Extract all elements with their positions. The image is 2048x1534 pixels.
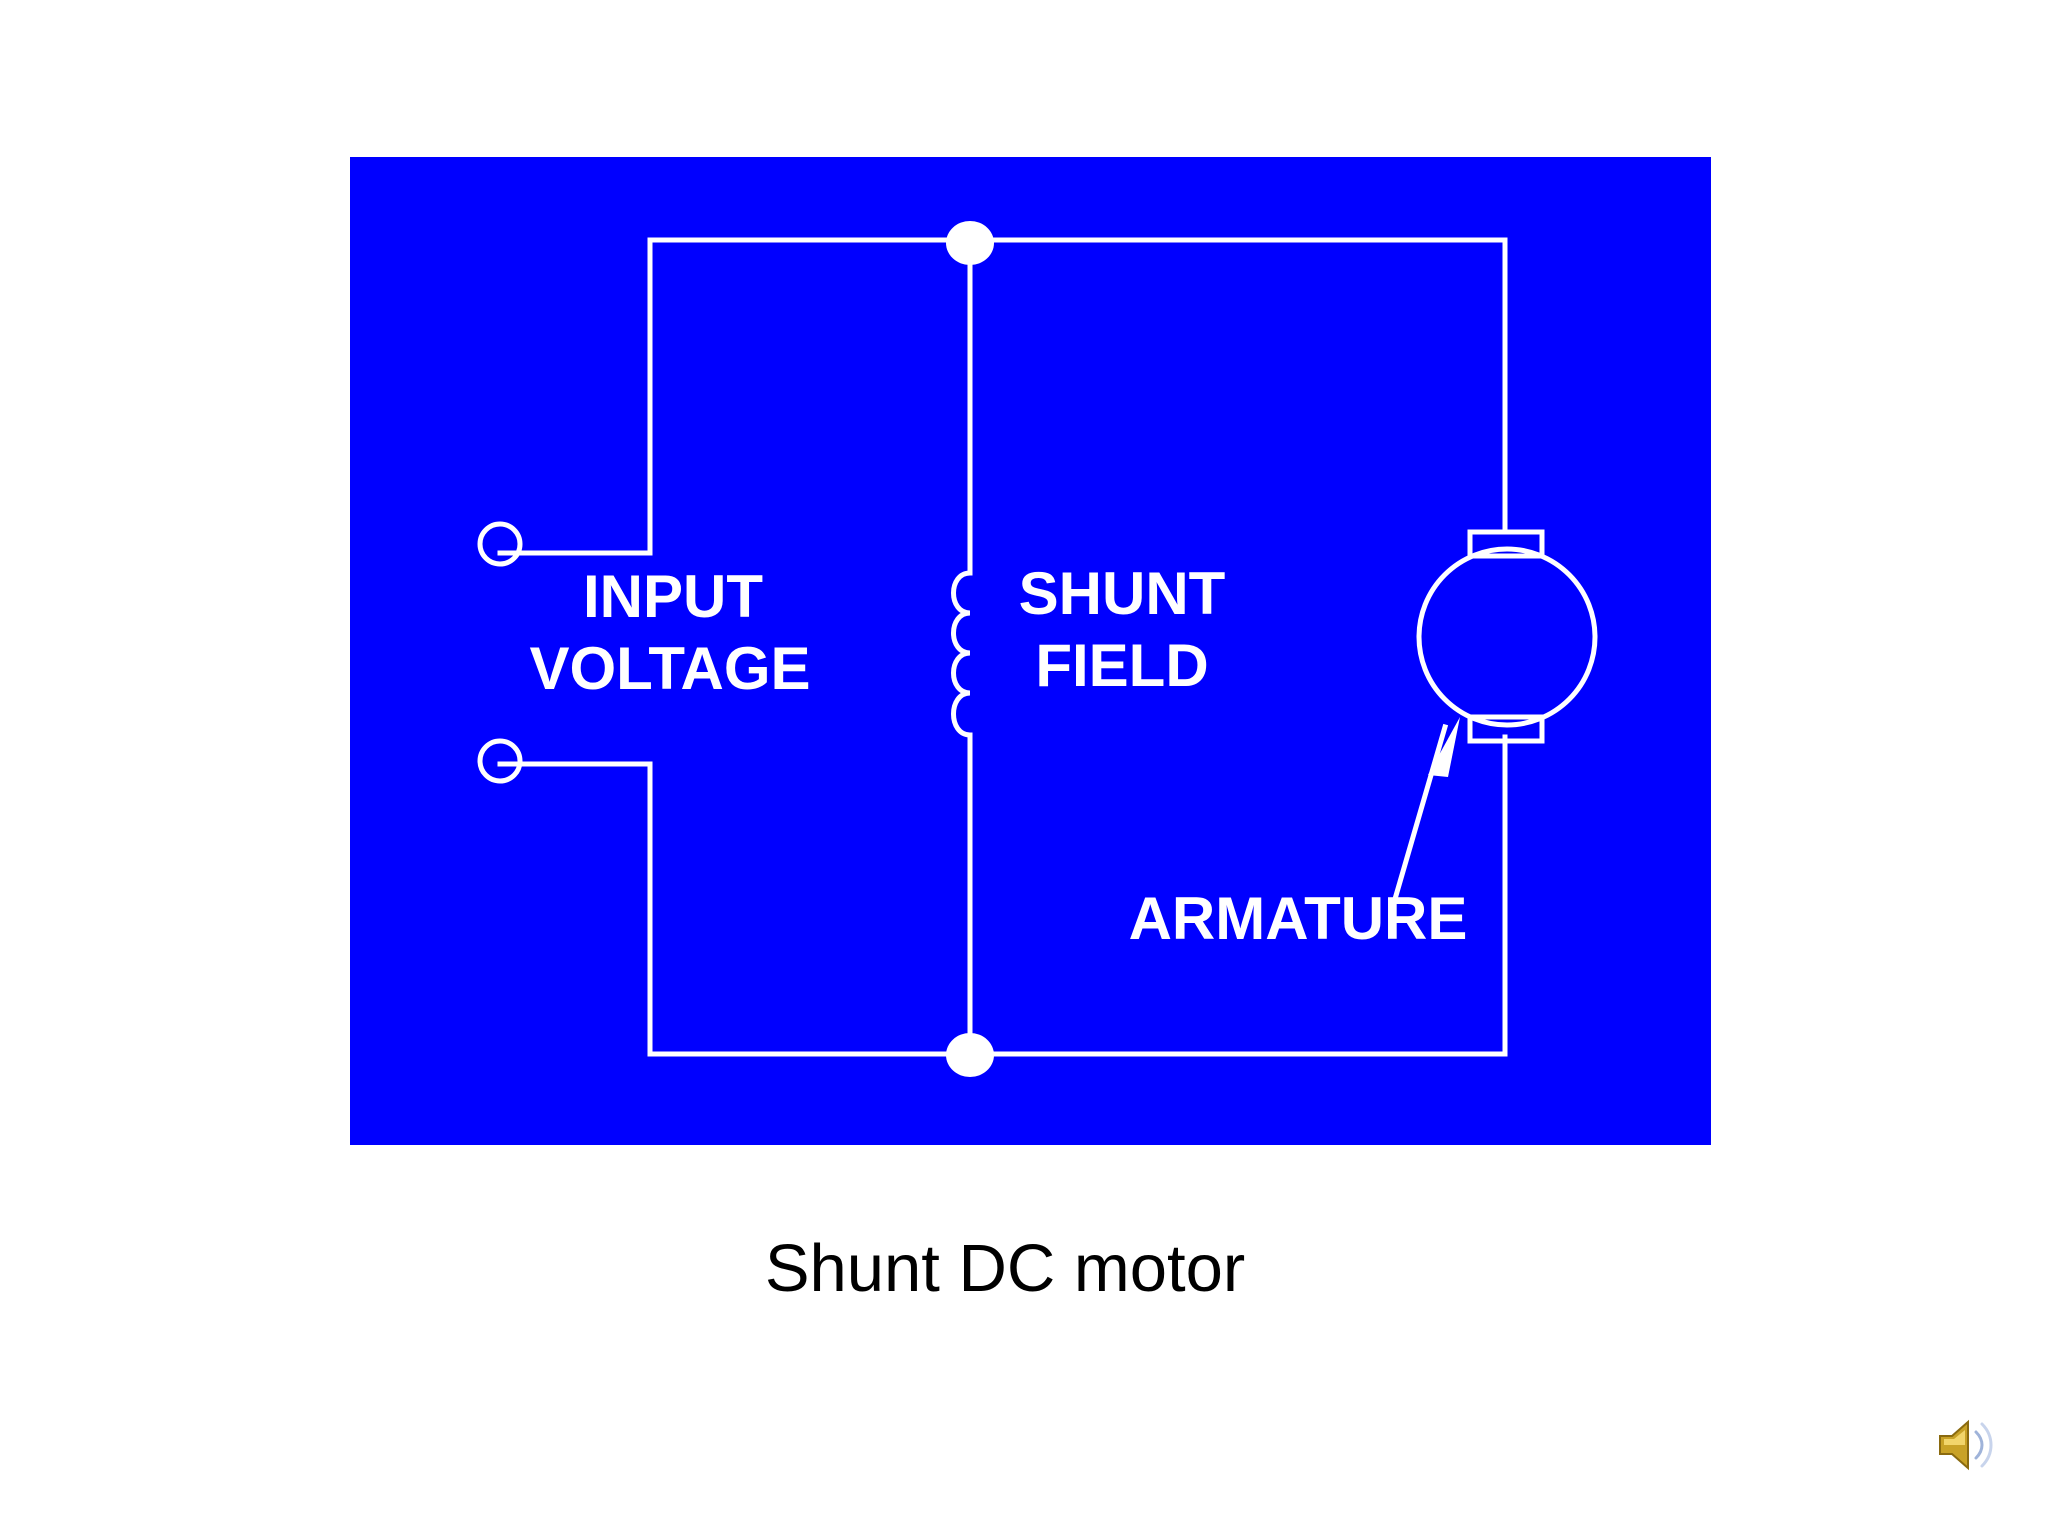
armature-pointer-line <box>1391 723 1449 903</box>
armature-label: ARMATURE <box>1129 885 1468 952</box>
junction-dot-bottom <box>946 1033 994 1077</box>
armature-circle <box>1416 546 1598 728</box>
shunt-field-label-line1: SHUNT <box>1019 560 1226 627</box>
diagram-background <box>350 157 1711 1145</box>
slide-caption: Shunt DC motor <box>764 1231 1246 1306</box>
armature-arrowhead <box>1428 717 1460 777</box>
input-voltage-label-line2: VOLTAGE <box>529 635 810 702</box>
top-wire <box>647 237 1508 556</box>
input-terminal-top <box>477 521 523 567</box>
shunt-field-coil <box>951 570 973 738</box>
shunt-field-label-line2: FIELD <box>1035 632 1208 699</box>
armature-brush-bottom <box>1467 714 1545 744</box>
bottom-wire <box>647 761 1508 1057</box>
input-terminal-bottom <box>477 738 523 784</box>
input-voltage-label-line1: INPUT <box>583 563 763 630</box>
circuit-diagram-svg: INPUT VOLTAGE SHUNT FIELD ARMATURE <box>350 157 1711 1145</box>
armature-brush-top <box>1467 529 1545 559</box>
junction-dot-top <box>946 221 994 265</box>
speaker-icon[interactable] <box>1930 1410 2000 1480</box>
circuit-diagram: INPUT VOLTAGE SHUNT FIELD ARMATURE <box>350 157 1711 1145</box>
